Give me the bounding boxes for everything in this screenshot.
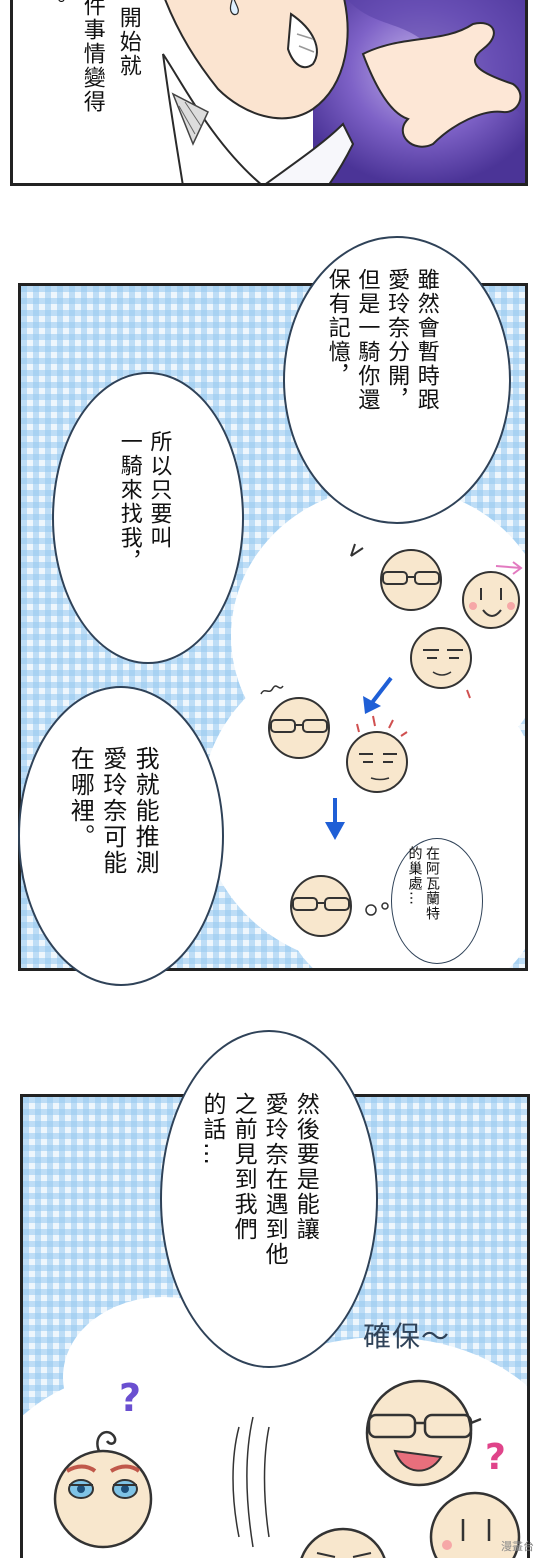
thought-bubble-text: 在阿瓦蘭特 的巢處… [406, 846, 441, 921]
panel-top: 。 開始就 件事情變得 [10, 0, 528, 186]
panel-top-col-1: 。 [39, 0, 65, 18]
thought-bubble [391, 838, 483, 964]
speech-bubble-top-text: 雖然會暫時跟 愛玲奈分開， 但是一騎你還 保有記憶， [324, 268, 439, 412]
speech-bubble-middle [52, 372, 244, 664]
blue-eyed-face [53, 1430, 153, 1549]
grumpy-face-2 [346, 731, 408, 793]
bottom-face [300, 1527, 386, 1558]
plain-face [429, 1491, 521, 1558]
panel-top-col-3: 件事情變得 [79, 0, 105, 114]
speech-bubble-top [283, 236, 511, 524]
laughing-glasses-face [365, 1379, 482, 1487]
speech-bubble-bottom-text: 然後要是能讓 愛玲奈在遇到他 之前見到我們 的話… [199, 1092, 319, 1267]
down-arrow-1 [369, 676, 393, 706]
sfx-text: 確保～ [363, 1320, 451, 1353]
glasses-face-2 [268, 697, 330, 759]
watermark: 漫畫台 [501, 1540, 534, 1553]
speech-bubble-low-text: 我就能推測 愛玲奈可能 在哪裡。 [66, 746, 160, 876]
speech-bubble-low [18, 686, 224, 986]
question-mark-purple: ? [119, 1376, 141, 1420]
panel-top-col-2: 開始就 [115, 6, 141, 78]
speech-bubble-middle-text: 所以只要叫 一騎來找我， [116, 430, 172, 574]
glasses-face-1 [380, 549, 442, 611]
panel-top-art [162, 0, 525, 183]
speech-bubble-bottom [160, 1030, 378, 1368]
grumpy-face-1 [410, 627, 472, 689]
chibi-group-panel3: ? [53, 1376, 521, 1558]
smile-face [462, 571, 520, 629]
glasses-face-3 [290, 875, 352, 937]
question-mark-pink: ? [485, 1437, 506, 1478]
chibi-group-panel2 [260, 543, 523, 937]
